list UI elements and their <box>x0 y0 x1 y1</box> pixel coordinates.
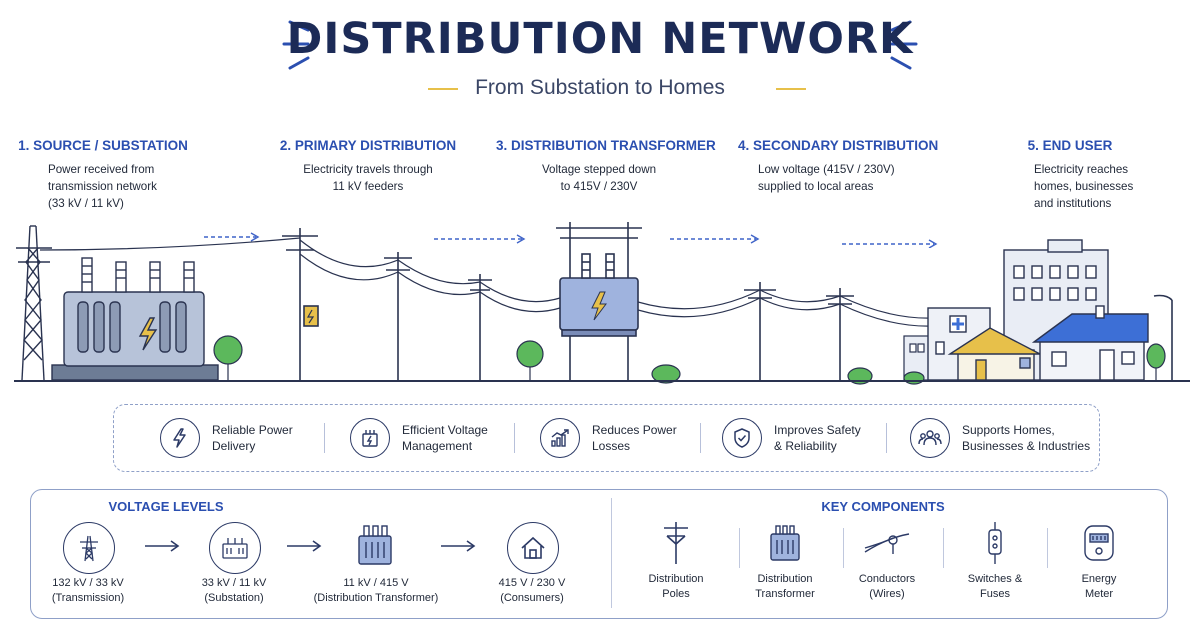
tree <box>516 340 544 380</box>
flow-arrow-4 <box>842 239 938 248</box>
distribution-pole-4 <box>744 282 776 380</box>
transmission-tower-icon <box>63 522 115 574</box>
distribution-pole-3 <box>468 274 492 380</box>
voltage-level-distribution-transformer: 11 kV / 415 V(Distribution Transformer) <box>313 577 439 604</box>
voltage-arrows <box>145 540 476 552</box>
street-lamp <box>1153 294 1173 380</box>
title-decoration <box>282 20 918 70</box>
fuse-icon <box>983 520 1007 571</box>
conductor-icon <box>863 528 911 563</box>
flow-arrow-1 <box>204 232 260 242</box>
house-yellow <box>947 327 1041 381</box>
distribution-pole-2 <box>384 252 412 380</box>
transformer-icon <box>353 520 397 575</box>
key-components-heading: KEY COMPONENTS <box>821 499 945 514</box>
flow-arrow-3 <box>670 234 760 244</box>
page-subtitle: From Substation to Homes <box>475 76 725 99</box>
distribution-transformer <box>556 222 642 380</box>
tree <box>651 364 681 384</box>
distribution-illustration <box>16 222 1173 385</box>
page-title: DISTRIBUTION NETWORK <box>286 14 914 64</box>
voltage-level-transmission: 132 kV / 33 kV(Transmission) <box>51 577 125 604</box>
stage-5-title: 5. END USER <box>1027 138 1113 153</box>
subtitle-decoration <box>428 88 806 90</box>
distribution-pole-1 <box>282 228 319 380</box>
transformer-icon <box>767 522 803 569</box>
stage-3-title: 3. DISTRIBUTION TRANSFORMER <box>496 138 716 153</box>
stage-2-title: 2. PRIMARY DISTRIBUTION <box>279 138 457 153</box>
stage-4-description: Low voltage (415V / 230V)supplied to loc… <box>758 163 895 193</box>
lightning-icon <box>160 418 200 458</box>
transformer-icon <box>350 418 390 458</box>
distribution-pole-5 <box>826 288 854 380</box>
people-icon <box>910 418 950 458</box>
benefit-supports-users: Supports Homes,Businesses & Industries <box>910 405 1090 471</box>
pole-icon <box>661 520 691 571</box>
component-switches-fuses: Switches &Fuses <box>967 573 1023 600</box>
house-blue <box>1031 305 1149 381</box>
voltage-level-consumers: 415 V / 230 V(Consumers) <box>498 577 566 604</box>
substation <box>51 257 219 381</box>
details-panel: VOLTAGE LEVELS KEY COMPONENTS 132 kV / 3… <box>30 489 1168 619</box>
transmission-tower <box>16 225 52 381</box>
flow-arrow-2 <box>434 234 526 244</box>
stage-4-title: 4. SECONDARY DISTRIBUTION <box>738 138 939 153</box>
shield-check-icon <box>722 418 762 458</box>
stage-1-title: 1. SOURCE / SUBSTATION <box>18 138 188 153</box>
voltage-level-substation: 33 kV / 11 kV(Substation) <box>201 577 267 604</box>
component-conductors: Conductors(Wires) <box>858 573 916 600</box>
voltage-levels-heading: VOLTAGE LEVELS <box>108 499 224 514</box>
ground-line <box>14 380 1190 382</box>
tree <box>213 335 243 380</box>
flow-arrows <box>204 232 938 248</box>
growth-chart-icon <box>540 418 580 458</box>
benefit-safety-reliability: Improves Safety& Reliability <box>722 405 861 471</box>
house-icon <box>507 522 559 574</box>
energy-meter-icon <box>1081 522 1117 569</box>
substation-icon <box>209 522 261 574</box>
